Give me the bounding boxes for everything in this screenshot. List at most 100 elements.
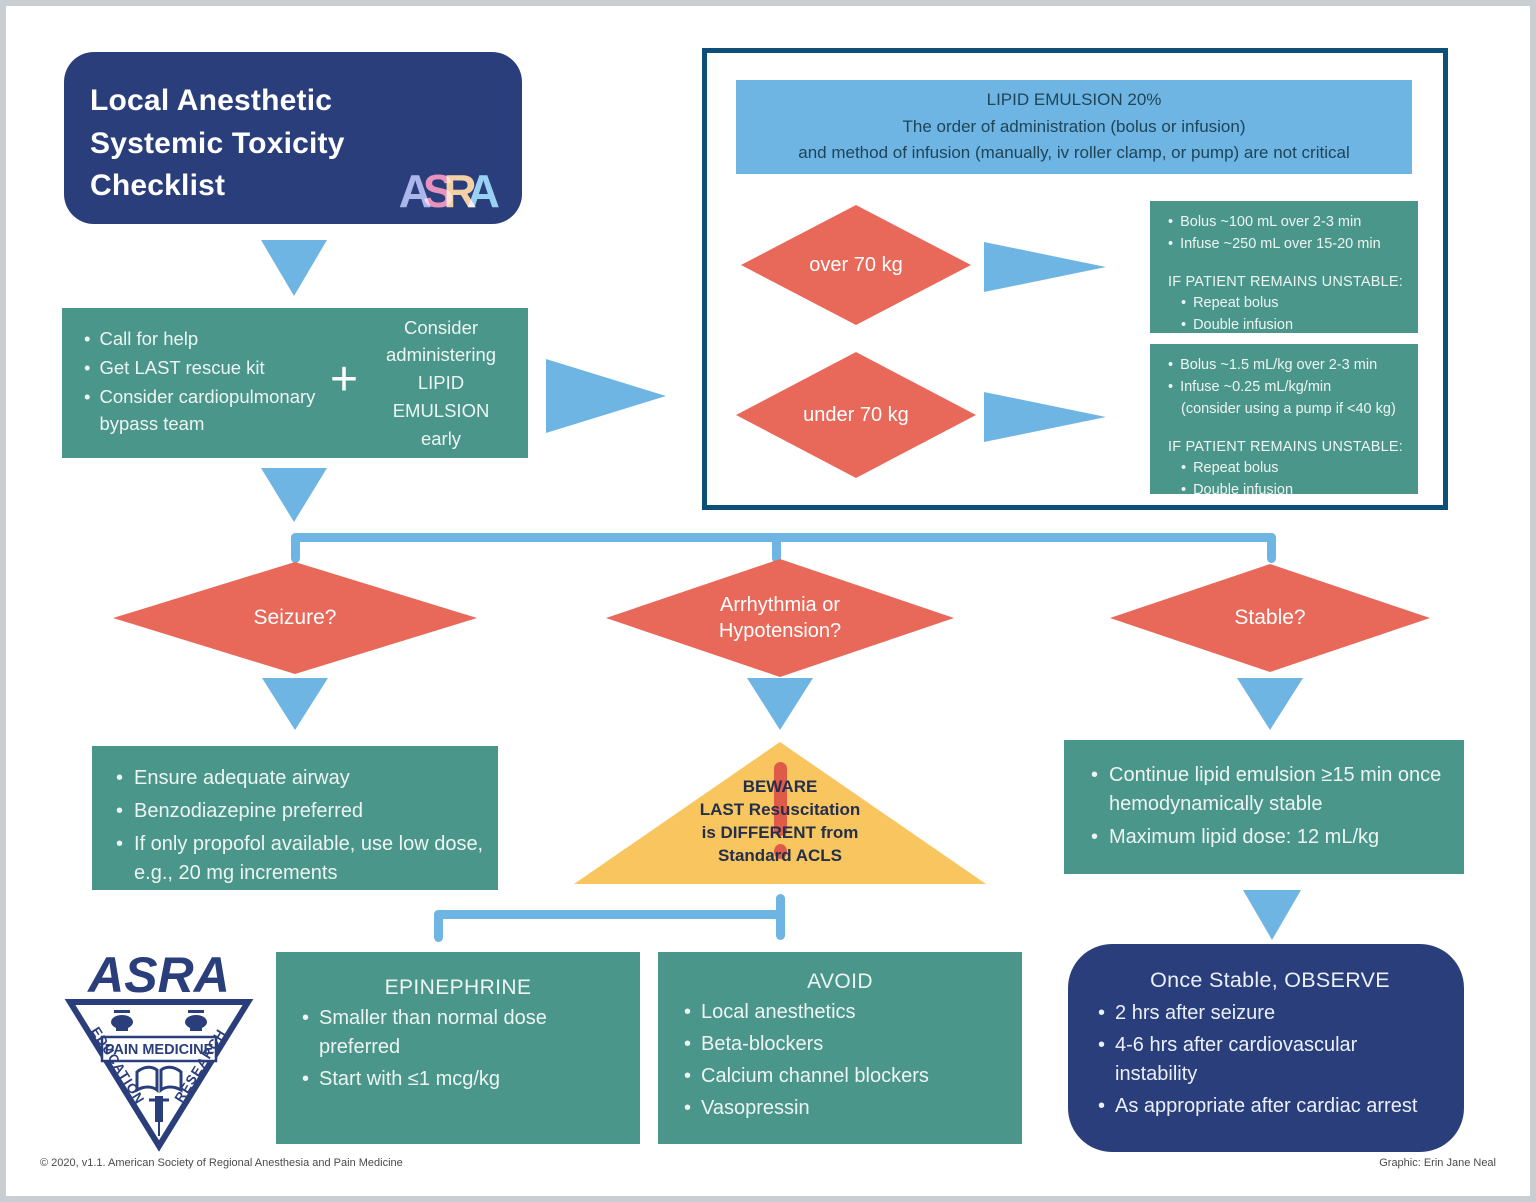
list-item-text: Vasopressin <box>701 1097 810 1119</box>
connector-line <box>434 910 782 919</box>
list-item: •Bolus ~100 mL over 2-3 min <box>1168 212 1408 233</box>
unstable-heading: IF PATIENT REMAINS UNSTABLE: <box>1168 439 1403 456</box>
dose-box-over-70kg: •Bolus ~100 mL over 2-3 min •Infuse ~250… <box>1150 201 1418 333</box>
list-item-text: 2 hrs after seizure <box>1115 1002 1276 1024</box>
epinephrine-list: •Smaller than normal dose preferred • Sta… <box>276 1004 640 1094</box>
exclamation-icon <box>773 762 787 836</box>
lipid-header: LIPID EMULSION 20% The order of administ… <box>736 80 1412 174</box>
list-item: • Get LAST rescue kit <box>84 355 320 382</box>
asra-letter: S <box>422 165 454 217</box>
connector-line <box>1267 533 1276 563</box>
list-item: •Continue lipid emulsion ≥15 min once he… <box>1091 761 1450 819</box>
list-item-text: Bolus ~1.5 mL/kg over 2-3 min <box>1180 357 1378 373</box>
bullet-glyph: • <box>1091 826 1099 848</box>
list-item-text: Calcium channel blockers <box>701 1065 929 1087</box>
connector-line <box>772 533 781 563</box>
list-item-text: Benzodiazepine preferred <box>134 800 364 822</box>
list-item: •Smaller than normal dose preferred <box>302 1004 626 1062</box>
lipid-header-line: LIPID EMULSION 20% <box>986 90 1162 110</box>
stable-response-box: •Continue lipid emulsion ≥15 min once he… <box>1064 740 1464 874</box>
list-item: •If only propofol available, use low dos… <box>116 830 484 888</box>
poster-title-line: Checklist <box>90 169 226 203</box>
list-item: • Ensure adequate airway <box>116 764 484 793</box>
asra-wordmark-icon: ASRA <box>399 168 500 214</box>
list-item-text: Double infusion <box>1193 317 1294 334</box>
flow-arrow-down-icon <box>261 468 327 522</box>
list-item-text: Repeat bolus <box>1193 460 1279 477</box>
list-item: •Bolus ~1.5 mL/kg over 2-3 min <box>1168 355 1408 376</box>
consider-line: LIPID EMULSION <box>392 372 490 421</box>
bullet-glyph: • <box>684 1065 692 1087</box>
beware-line: BEWARE <box>742 777 818 796</box>
consider-line: early <box>420 427 462 449</box>
flow-arrow-down-icon <box>747 678 813 730</box>
flow-arrow-right-icon <box>546 359 666 433</box>
list-item: •As appropriate after cardiac arrest <box>1098 1092 1442 1121</box>
list-item: • Local anesthetics <box>684 998 1008 1027</box>
lamp-icon <box>111 1010 133 1031</box>
bullet-glyph: • <box>1098 1095 1106 1117</box>
bullet-glyph: • <box>1168 236 1174 253</box>
list-item: •Benzodiazepine preferred <box>116 797 484 826</box>
lipid-header-line: The order of administration (bolus or in… <box>902 116 1246 136</box>
seal-banner-box <box>100 1035 218 1063</box>
avoid-box: AVOID • Local anesthetics • Beta-blockers … <box>658 952 1022 1144</box>
flow-arrow-right-icon <box>984 392 1106 442</box>
poster-title-line: Systemic Toxicity <box>90 126 345 160</box>
beware-text: BEWARE LAST Resuscitation is DIFFERENT f… <box>574 776 986 868</box>
list-item-text: Beta-blockers <box>701 1033 824 1055</box>
list-item-text: 4-6 hrs after cardiovascular instability <box>1115 1034 1358 1085</box>
list-item-text: Get LAST rescue kit <box>99 357 265 379</box>
consider-lipid-text: Consider administering LIPID EMULSION ea… <box>368 314 514 453</box>
list-item-text: If only propofol available, use low dose… <box>134 833 484 884</box>
bullet-glyph: • <box>1181 460 1187 477</box>
epinephrine-box: EPINEPHRINE •Smaller than normal dose pr… <box>276 952 640 1144</box>
bullet-glyph: • <box>302 1068 310 1090</box>
bullet-glyph: • <box>684 1097 692 1119</box>
syringe-icon <box>149 1096 169 1136</box>
asra-letter: A <box>398 165 432 217</box>
flow-arrow-right-icon <box>984 242 1106 292</box>
diamond-over-70kg: over 70 kg <box>741 205 971 325</box>
open-book-icon <box>135 1065 183 1094</box>
bullet-glyph: • <box>1181 295 1187 312</box>
list-item: • Vasopressin <box>684 1094 1008 1123</box>
diamond-stable: Stable? <box>1110 564 1430 672</box>
diamond-seizure: Seizure? <box>113 562 477 674</box>
bullet-glyph: • <box>1181 317 1187 334</box>
beware-line: is DIFFERENT from <box>701 822 859 842</box>
bullet-glyph: • <box>684 1001 692 1023</box>
list-item: •Double infusion <box>1168 480 1408 501</box>
list-item-text: Repeat bolus <box>1193 295 1279 312</box>
list-item: •Consider cardiopulmonary bypass team <box>84 384 320 438</box>
asra-letter: R <box>443 165 477 217</box>
list-item: • Double infusion <box>1168 315 1408 336</box>
lamp-icon <box>185 1010 207 1031</box>
diamond-label: Seizure? <box>253 606 337 630</box>
list-item-text: Consider cardiopulmonary bypass team <box>99 386 316 434</box>
beware-warning-triangle: BEWARE LAST Resuscitation is DIFFERENT f… <box>574 742 986 884</box>
bullet-glyph: • <box>1181 482 1187 499</box>
list-item-text: Ensure adequate airway <box>134 767 350 789</box>
list-item: • Start with ≤1 mcg/kg <box>302 1065 626 1094</box>
bullet-glyph: • <box>84 357 91 379</box>
list-item: • Repeat bolus <box>1168 293 1408 314</box>
bullet-glyph: • <box>116 767 124 789</box>
list-item-text: Infuse ~0.25 mL/kg/min <box>1180 379 1332 396</box>
diamond-under-70kg: under 70 kg <box>736 352 976 478</box>
observe-box: Once Stable, OBSERVE •2 hrs after seizur… <box>1068 944 1464 1152</box>
list-item: • Repeat bolus <box>1168 458 1408 479</box>
avoid-list: • Local anesthetics • Beta-blockers • Calci… <box>658 998 1022 1123</box>
list-item-text: Local anesthetics <box>701 1001 856 1023</box>
box-title: AVOID <box>807 970 873 993</box>
initial-steps-box: •Call for help •Get LAST rescue kit •Con… <box>62 308 528 458</box>
list-item-text: Start with ≤1 mcg/kg <box>319 1068 501 1090</box>
credit-text: Graphic: Erin Jane Neal <box>1379 1157 1496 1169</box>
list-item: •4-6 hrs after cardiovascular instabilit… <box>1098 1031 1442 1089</box>
flow-arrow-down-icon <box>262 678 328 730</box>
asra-letter: A <box>466 165 500 217</box>
lipid-emulsion-panel: LIPID EMULSION 20% The order of administ… <box>702 48 1448 510</box>
list-item: •Infuse ~250 mL over 15-20 min <box>1168 234 1408 255</box>
